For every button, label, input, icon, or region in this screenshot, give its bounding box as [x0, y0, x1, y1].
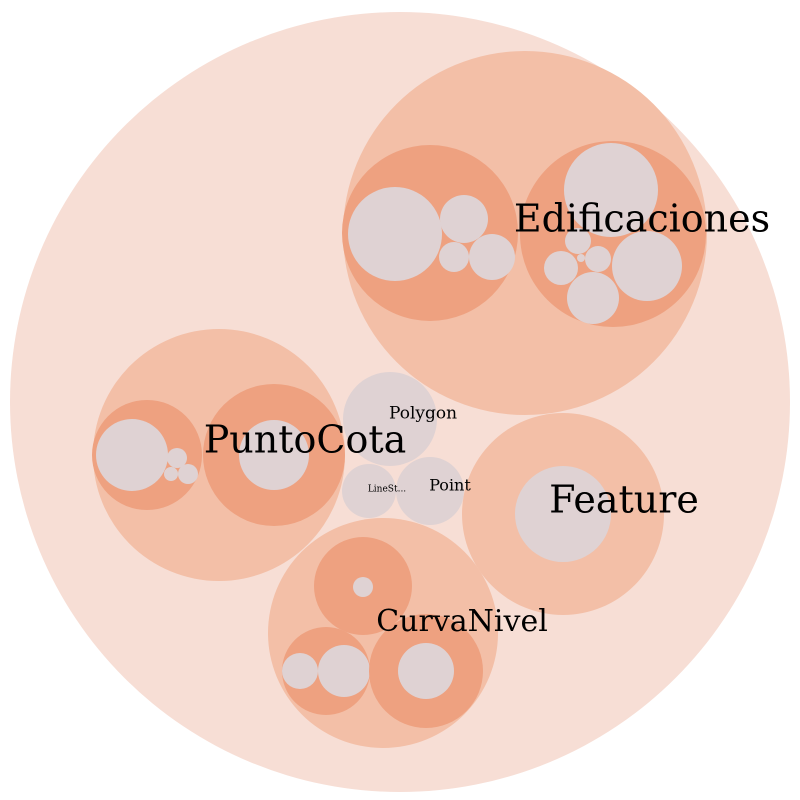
puntocota-sub-a-leaf-1[interactable]: [96, 419, 168, 491]
puntocota-sub-a-leaf-4[interactable]: [164, 467, 178, 481]
edificaciones-sub-b-leaf-6[interactable]: [585, 246, 611, 272]
curvanivel-group: [268, 518, 498, 748]
label-linestring: LineSt...: [368, 485, 406, 495]
curvanivel-sub-b-leaf-1[interactable]: [282, 653, 318, 689]
edificaciones-sub-a-leaf-1[interactable]: [348, 187, 442, 281]
puntocota-sub-a-leaf-2[interactable]: [167, 448, 187, 468]
label-polygon: Polygon: [389, 404, 457, 424]
edificaciones-sub-b-leaf-1[interactable]: [564, 143, 658, 237]
curvanivel-sub-c-leaf-1[interactable]: [398, 643, 454, 699]
label-point: Point: [429, 476, 471, 495]
label-curvanivel: CurvaNivel: [376, 604, 548, 639]
edificaciones-sub-a-leaf-2[interactable]: [440, 195, 488, 243]
edificaciones-sub-b-leaf-3[interactable]: [567, 272, 619, 324]
edificaciones-sub-a-leaf-4[interactable]: [439, 242, 469, 272]
edificaciones-sub-b-leaf-7[interactable]: [577, 254, 585, 262]
geometry-group: [342, 372, 464, 525]
curvanivel-sub-a-leaf-1[interactable]: [353, 577, 373, 597]
label-puntocota: PuntoCota: [204, 418, 407, 462]
linestring-circle[interactable]: [342, 464, 396, 518]
puntocota-sub-b-leaf-1[interactable]: [239, 420, 309, 490]
puntocota-sub-a-leaf-3[interactable]: [178, 464, 198, 484]
edificaciones-sub-b-leaf-2[interactable]: [612, 231, 682, 301]
feature-leaf-1[interactable]: [515, 466, 611, 562]
edificaciones-sub-a-leaf-3[interactable]: [469, 234, 515, 280]
label-feature: Feature: [549, 478, 699, 522]
polygon-circle[interactable]: [343, 372, 437, 466]
curvanivel-sub-b-leaf-2[interactable]: [318, 645, 370, 697]
label-edificaciones: Edificaciones: [514, 197, 770, 241]
puntocota-group: [92, 329, 345, 581]
edificaciones-sub-b-leaf-4[interactable]: [544, 251, 578, 285]
edificaciones-group: [342, 51, 707, 415]
point-circle[interactable]: [396, 457, 464, 525]
feature-group: [462, 413, 664, 615]
edificaciones-sub-b-leaf-5[interactable]: [565, 228, 591, 254]
